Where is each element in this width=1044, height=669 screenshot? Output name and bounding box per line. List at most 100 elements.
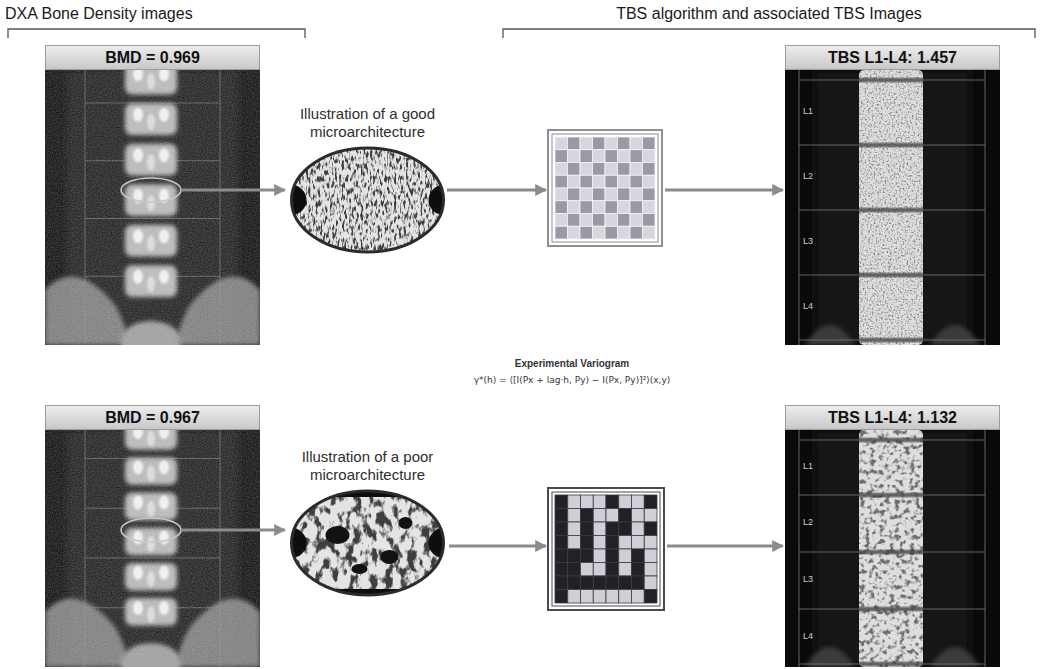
formula: γ*(h) = ⟨[I(Px + lag·h, Py) − I(Px, Py)]… — [474, 375, 671, 386]
method-label: Experimental Variogram — [515, 358, 630, 370]
grid-cell — [580, 150, 593, 163]
iliac-crest — [930, 325, 980, 345]
grid-cell — [568, 549, 581, 563]
bone-cavity — [352, 564, 368, 574]
microarchitecture-illustration: Illustration of a poor microarchitecture — [285, 448, 450, 598]
leader-line — [181, 189, 260, 192]
grid-frame — [548, 130, 662, 246]
flow-arrow — [447, 189, 546, 192]
grid-cell — [619, 576, 632, 590]
grid-cell — [568, 563, 581, 577]
grid-cell — [618, 226, 631, 239]
grid-cell — [618, 175, 631, 188]
scan-background — [45, 70, 260, 345]
grid-cell — [643, 226, 656, 239]
tbs-image-panel: TBS L1-L4: 1.457 — [785, 45, 1000, 345]
soft-tissue — [815, 430, 970, 667]
grid-cell — [619, 522, 632, 536]
grid-cell — [643, 214, 656, 227]
grid-cell — [644, 536, 657, 550]
grid-cell — [593, 549, 606, 563]
bone-texture — [859, 430, 923, 667]
grid-cell — [606, 509, 619, 523]
selection-ring — [121, 518, 181, 542]
grid-cell — [619, 590, 632, 604]
bone-biopsy-image — [285, 145, 450, 255]
grid-cell — [606, 536, 619, 550]
grid-cell — [630, 175, 643, 188]
cortical-notch — [285, 528, 307, 558]
grid-cell — [618, 150, 631, 163]
roi-line — [985, 430, 986, 667]
grid-cell — [619, 549, 632, 563]
grid-cell — [644, 576, 657, 590]
grid-cell — [605, 175, 618, 188]
tbs-texture-image — [785, 70, 1000, 345]
grid-cell — [593, 522, 606, 536]
connector-group — [260, 190, 285, 530]
grid-cell — [593, 188, 606, 201]
measurement-value: BMD = 0.969 — [50, 48, 255, 67]
vertebra-label: L1 — [803, 461, 813, 472]
grid-cell — [630, 163, 643, 176]
grid-cell — [632, 549, 645, 563]
grid-cell — [593, 590, 606, 604]
grid-cell — [568, 509, 581, 523]
grid-cell — [568, 150, 581, 163]
grid-cell — [632, 495, 645, 509]
grid-cell — [643, 201, 656, 214]
grid-cell — [643, 188, 656, 201]
grid-cell — [632, 536, 645, 550]
grid-cell — [593, 214, 606, 227]
bone-pores — [285, 145, 450, 255]
grid-cell — [630, 214, 643, 227]
grid-cell — [632, 522, 645, 536]
grid-cell — [581, 509, 594, 523]
grid-cell — [643, 175, 656, 188]
grid-cell — [555, 163, 568, 176]
vertebra-label: L3 — [803, 574, 813, 585]
grid-cell — [580, 201, 593, 214]
grid-cell — [618, 214, 631, 227]
grid-cell — [581, 576, 594, 590]
roi-line — [799, 80, 985, 81]
roi-line — [985, 70, 986, 345]
grid-cell — [593, 163, 606, 176]
bone-pores — [285, 488, 450, 598]
roi-line — [799, 210, 985, 211]
grid-cell — [632, 563, 645, 577]
cortical-notch — [285, 185, 307, 215]
grid-cell — [593, 201, 606, 214]
grid-cell — [643, 163, 656, 176]
grid-cell — [568, 495, 581, 509]
grid-cell — [618, 137, 631, 150]
roi-line — [799, 495, 985, 496]
grid-cell — [593, 495, 606, 509]
section-bracket — [8, 29, 305, 38]
caption-block: Illustration of a good microarchitecture — [285, 105, 450, 141]
grid-cell — [593, 509, 606, 523]
grid-cell — [593, 175, 606, 188]
bone-cavity — [381, 550, 399, 564]
measurement-value: TBS L1-L4: 1.457 — [790, 48, 995, 67]
grid-cell — [581, 563, 594, 577]
measurement-value: BMD = 0.967 — [50, 408, 255, 427]
vertebra-label: L4 — [803, 301, 813, 312]
section-bracket — [503, 29, 1035, 38]
bone-biopsy-image — [285, 488, 450, 598]
dxa-scan-image — [45, 70, 260, 345]
grid-cell — [644, 549, 657, 563]
grid-cell — [555, 549, 568, 563]
variogram-grid — [548, 130, 662, 246]
illustration-caption: Illustration of a good microarchitecture — [285, 105, 450, 141]
scan-background — [785, 70, 1000, 345]
grid-cell — [605, 226, 618, 239]
variogram-grids — [548, 130, 664, 610]
value-header-box: TBS L1-L4: 1.132 — [785, 405, 1000, 430]
roi-line — [799, 552, 985, 553]
grid-frame — [552, 134, 658, 242]
leader-line — [181, 529, 260, 532]
bone-cavity — [326, 526, 350, 544]
grid-cell — [568, 536, 581, 550]
